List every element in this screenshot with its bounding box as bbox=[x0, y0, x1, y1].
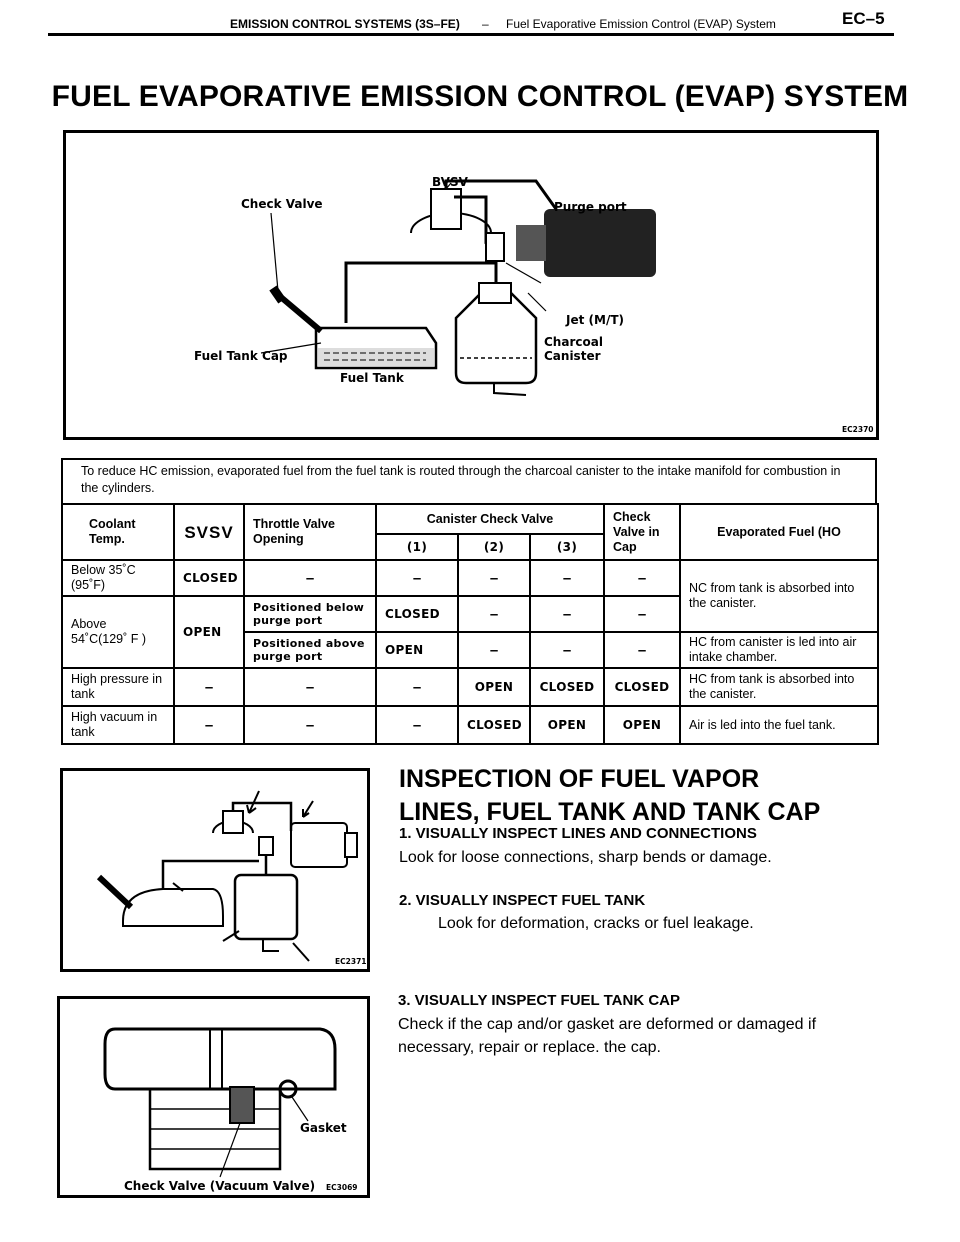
page-number: EC–5 bbox=[842, 9, 885, 29]
header-rule bbox=[48, 33, 894, 36]
row4-result: Air is led into the fuel tank. bbox=[680, 706, 878, 744]
row2b-c3: – bbox=[530, 632, 604, 668]
step3-text-line1: Check if the cap and/or gasket are defor… bbox=[398, 1013, 816, 1036]
row3-throttle: – bbox=[244, 668, 376, 706]
row2a-c3: – bbox=[530, 596, 604, 632]
row4-throttle: – bbox=[244, 706, 376, 744]
figure1-code: EC2370 bbox=[842, 425, 874, 434]
check-valve-label: Check Valve bbox=[241, 197, 323, 211]
row1-c2: – bbox=[458, 560, 530, 596]
table-row: Below 35˚C (95˚F) CLOSED – – – – – NC fr… bbox=[62, 560, 878, 596]
inspection-title: INSPECTION OF FUEL VAPOR LINES, FUEL TAN… bbox=[399, 763, 879, 829]
lines-inspection-diagram: EC2371 bbox=[60, 768, 370, 972]
step3-text-line2: necessary, repair or replace. the cap. bbox=[398, 1036, 661, 1059]
header-sub-1: (1) bbox=[376, 534, 458, 560]
row2a-throttle: Positioned below purge port bbox=[244, 596, 376, 632]
tank-cap-diagram: Gasket Check Valve (Vacuum Valve) EC3069 bbox=[57, 996, 370, 1198]
fuel-tank-label: Fuel Tank bbox=[340, 371, 404, 385]
header-sub-2: (2) bbox=[458, 534, 530, 560]
canister-label: Canister bbox=[544, 349, 601, 363]
header-separator: – bbox=[482, 17, 489, 31]
step2-title: 2. VISUALLY INSPECT FUEL TANK bbox=[399, 892, 645, 909]
row2-svsv: OPEN bbox=[174, 596, 244, 668]
row3-temp: High pressure in tank bbox=[62, 668, 174, 706]
evap-diagram-drawing bbox=[66, 133, 876, 437]
row1-c3: – bbox=[530, 560, 604, 596]
row3-c2: OPEN bbox=[458, 668, 530, 706]
table-row: High vacuum in tank – – – CLOSED OPEN OP… bbox=[62, 706, 878, 744]
header-svsv: SVSV bbox=[174, 504, 244, 560]
row3-result: HC from tank is absorbed into the canist… bbox=[680, 668, 878, 706]
header-evaporated-fuel: Evaporated Fuel (HO bbox=[680, 504, 878, 560]
row2b-c2: – bbox=[458, 632, 530, 668]
cap-diagram-drawing bbox=[60, 999, 367, 1195]
row2a-c1: CLOSED bbox=[376, 596, 458, 632]
row4-c2: CLOSED bbox=[458, 706, 530, 744]
row2b-cap: – bbox=[604, 632, 680, 668]
row1-throttle: – bbox=[244, 560, 376, 596]
row1-c1: – bbox=[376, 560, 458, 596]
row3-cap: CLOSED bbox=[604, 668, 680, 706]
lines-diagram-drawing bbox=[63, 771, 367, 969]
row3-c1: – bbox=[376, 668, 458, 706]
gasket-label: Gasket bbox=[300, 1121, 347, 1135]
row2-temp: Above 54˚C(129˚ F ) bbox=[62, 596, 174, 668]
header-section: EMISSION CONTROL SYSTEMS (3S–FE) bbox=[230, 17, 460, 31]
header-coolant-temp: Coolant Temp. bbox=[62, 504, 174, 560]
row2a-cap: – bbox=[604, 596, 680, 632]
row4-cap: OPEN bbox=[604, 706, 680, 744]
purge-port-label: Purge port bbox=[554, 200, 627, 214]
row4-c1: – bbox=[376, 706, 458, 744]
row4-svsv: – bbox=[174, 706, 244, 744]
charcoal-label: Charcoal bbox=[544, 335, 603, 349]
figure3-code: EC3069 bbox=[326, 1183, 358, 1192]
step2-text: Look for deformation, cracks or fuel lea… bbox=[438, 912, 754, 935]
bvsv-label: BVSV bbox=[432, 175, 468, 189]
intro-text: To reduce HC emission, evaporated fuel f… bbox=[61, 458, 877, 504]
step1-text: Look for loose connections, sharp bends … bbox=[399, 846, 772, 869]
step1-title: 1. VISUALLY INSPECT LINES AND CONNECTION… bbox=[399, 825, 757, 842]
header-throttle-opening: Throttle Valve Opening bbox=[244, 504, 376, 560]
row1-cap: – bbox=[604, 560, 680, 596]
fuel-tank-cap-label: Fuel Tank Cap bbox=[194, 349, 288, 363]
header-sub-3: (3) bbox=[530, 534, 604, 560]
row2b-throttle: Positioned above purge port bbox=[244, 632, 376, 668]
row1-svsv: CLOSED bbox=[174, 560, 244, 596]
table-row: High pressure in tank – – – OPEN CLOSED … bbox=[62, 668, 878, 706]
row2b-result: HC from canister is led into air intake … bbox=[680, 632, 878, 668]
evap-system-diagram: BVSV Check Valve Purge port Jet (M/T) Ch… bbox=[63, 130, 879, 440]
row3-c3: CLOSED bbox=[530, 668, 604, 706]
row12-result: NC from tank is absorbed into the canist… bbox=[680, 560, 878, 632]
header-subsection: Fuel Evaporative Emission Control (EVAP)… bbox=[506, 17, 776, 31]
row4-c3: OPEN bbox=[530, 706, 604, 744]
row3-svsv: – bbox=[174, 668, 244, 706]
row4-temp: High vacuum in tank bbox=[62, 706, 174, 744]
row2a-c2: – bbox=[458, 596, 530, 632]
jet-label: Jet (M/T) bbox=[566, 313, 624, 327]
header-check-valve-cap: Check Valve in Cap bbox=[604, 504, 680, 560]
page-title: FUEL EVAPORATIVE EMISSION CONTROL (EVAP)… bbox=[0, 80, 960, 114]
evap-operation-table: Coolant Temp. SVSV Throttle Valve Openin… bbox=[61, 503, 879, 745]
step3-title: 3. VISUALLY INSPECT FUEL TANK CAP bbox=[398, 992, 680, 1009]
inspection-title-line1: INSPECTION OF FUEL VAPOR bbox=[399, 763, 879, 796]
row1-temp: Below 35˚C (95˚F) bbox=[62, 560, 174, 596]
figure2-code: EC2371 bbox=[335, 957, 367, 966]
row2b-c1: OPEN bbox=[376, 632, 458, 668]
check-valve-vacuum-label: Check Valve (Vacuum Valve) bbox=[124, 1179, 315, 1193]
header-canister-check-valve: Canister Check Valve bbox=[376, 504, 604, 534]
